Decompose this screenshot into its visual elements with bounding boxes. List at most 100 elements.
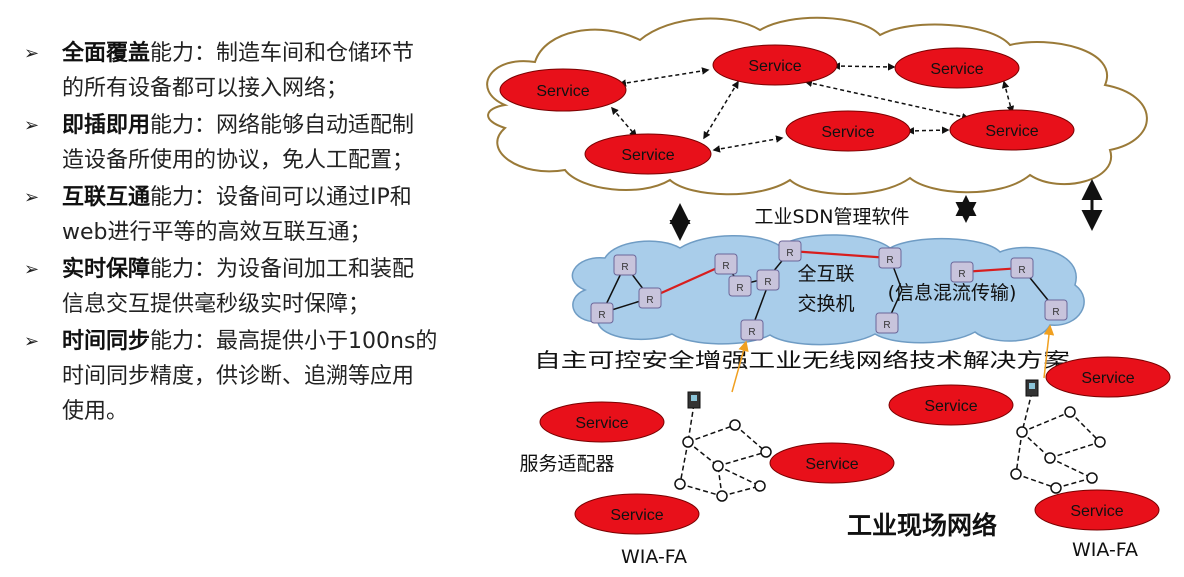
router-icon: R [778, 240, 802, 262]
sensor-node-icon [1094, 436, 1106, 448]
router-label: R [958, 269, 965, 280]
service-node: Service [1034, 489, 1160, 531]
service-node: Service [1045, 356, 1171, 398]
capability-desc: 的所有设备都可以接入网络； [62, 76, 349, 101]
sensor-node-icon [754, 480, 766, 492]
sensor-node-icon [674, 478, 686, 490]
service-label: Service [821, 124, 874, 141]
router-label: R [886, 255, 893, 266]
router-label: R [598, 310, 605, 321]
capability-title: 互联互通 [62, 185, 151, 210]
arrow-bullet-icon: ➢ [24, 259, 40, 280]
arrow-bullet-icon: ➢ [24, 43, 40, 64]
router-label: R [722, 261, 729, 272]
service-node: Service [785, 110, 911, 152]
arrow-bullet-icon: ➢ [24, 331, 40, 352]
layer-arrows [669, 179, 1103, 241]
service-label: Service [575, 415, 628, 432]
capability-desc: 使用。 [62, 399, 129, 424]
sensor-node-icon [1064, 406, 1076, 418]
router-icon: R [613, 254, 637, 276]
capability-desc: 能力：制造车间和仓储环节 [150, 41, 415, 66]
switch-label-line2: 交换机 [797, 293, 854, 315]
service-label: Service [930, 61, 983, 78]
service-node: Service [949, 109, 1075, 151]
service-links [611, 62, 1015, 153]
sensor-node-icon [729, 419, 741, 431]
capability-desc: 能力：为设备间加工和装配 [150, 257, 415, 282]
router-icon: R [590, 302, 614, 324]
sensor-node-icon [682, 436, 694, 448]
wia-fa-label-left: WIA-FA [621, 546, 687, 568]
router-icon: R [1044, 299, 1068, 321]
router-icon: R [638, 287, 662, 309]
router-label: R [748, 327, 755, 338]
flow-label: (信息混流传输) [888, 282, 1017, 304]
service-node: Service [499, 68, 627, 112]
sensor-node-icon [716, 490, 728, 502]
router-icon: R [950, 261, 974, 283]
capability-coverage: ➢ 全面覆盖能力：制造车间和仓储环节的所有设备都可以接入网络； [20, 36, 510, 106]
service-node: Service [712, 44, 838, 86]
router-icon: R [875, 312, 899, 334]
service-node: Service [769, 442, 895, 484]
switch-label-line1: 全互联 [797, 263, 854, 285]
router-icon: R [740, 319, 764, 341]
gateway-icon [687, 391, 701, 409]
service-label: Service [985, 123, 1038, 140]
capability-desc: 能力：网络能够自动适配制 [150, 113, 415, 138]
capability-time-sync: ➢ 时间同步能力：最高提供小于100ns的时间同步精度，供诊断、追溯等应用使用。 [20, 324, 510, 429]
capability-plug-and-play: ➢即插即用能力：网络能够自动适配制造设备所使用的协议，免人工配置； [20, 108, 510, 178]
adapter-label: 服务适配器 [519, 453, 614, 475]
router-icon: R [714, 253, 738, 275]
capability-desc: web进行平等的高效互联互通； [62, 220, 372, 245]
router-icon: R [728, 275, 752, 297]
service-label: Service [748, 58, 801, 75]
capability-desc: 造设备所使用的协议，免人工配置； [62, 148, 415, 173]
router-label: R [786, 248, 793, 259]
capability-list: ➢全面覆盖能力：制造车间和仓储环节的所有设备都可以接入网络； ➢即插即用能力：网… [20, 36, 510, 431]
sensor-node-icon [712, 460, 724, 472]
sensor-node-icon [1050, 482, 1062, 494]
service-label: Service [1081, 370, 1134, 387]
capability-desc: 能力：设备间可以通过IP和 [150, 185, 412, 210]
arrow-bullet-icon: ➢ [24, 115, 40, 136]
capability-desc: 能力：最高提供小于100ns的 [150, 329, 438, 354]
solution-label: 自主可控安全增强工业无线网络技术解决方案 [534, 348, 1070, 372]
wireless-mesh-right [1015, 391, 1101, 489]
router-label: R [1052, 307, 1059, 318]
service-label: Service [1070, 503, 1123, 520]
sensor-node-icon [1010, 468, 1022, 480]
sensor-nodes-left [674, 419, 772, 502]
wia-fa-label-right: WIA-FA [1072, 539, 1138, 561]
router-label: R [883, 320, 890, 331]
router-icon: R [1010, 257, 1034, 279]
capability-desc: 时间同步精度，供诊断、追溯等应用 [62, 364, 415, 389]
sensor-node-icon [1086, 472, 1098, 484]
service-node: Service [574, 493, 700, 535]
capability-title: 时间同步 [62, 329, 151, 354]
service-label: Service [536, 83, 589, 100]
sensor-node-icon [1016, 426, 1028, 438]
router-label: R [764, 277, 771, 288]
router-label: R [736, 283, 743, 294]
capability-desc: 信息交互提供毫秒级实时保障； [62, 292, 371, 317]
router-label: R [646, 295, 653, 306]
sensor-node-icon [760, 446, 772, 458]
service-node: Service [539, 401, 665, 443]
service-label: Service [610, 507, 663, 524]
service-label: Service [924, 398, 977, 415]
capability-title: 全面覆盖 [62, 41, 151, 66]
router-label: R [621, 262, 628, 273]
orange-arrows [731, 324, 1055, 393]
sensor-nodes-right [1010, 406, 1106, 494]
service-label: Service [621, 147, 674, 164]
gateway-icon [1025, 379, 1039, 397]
sdn-label: 工业SDN管理软件 [755, 206, 910, 228]
capability-title: 实时保障 [62, 257, 151, 282]
capability-realtime: ➢ 实时保障能力：为设备间加工和装配信息交互提供毫秒级实时保障； [20, 252, 510, 322]
wireless-mesh-left [679, 403, 767, 497]
service-node: Service [584, 133, 712, 175]
